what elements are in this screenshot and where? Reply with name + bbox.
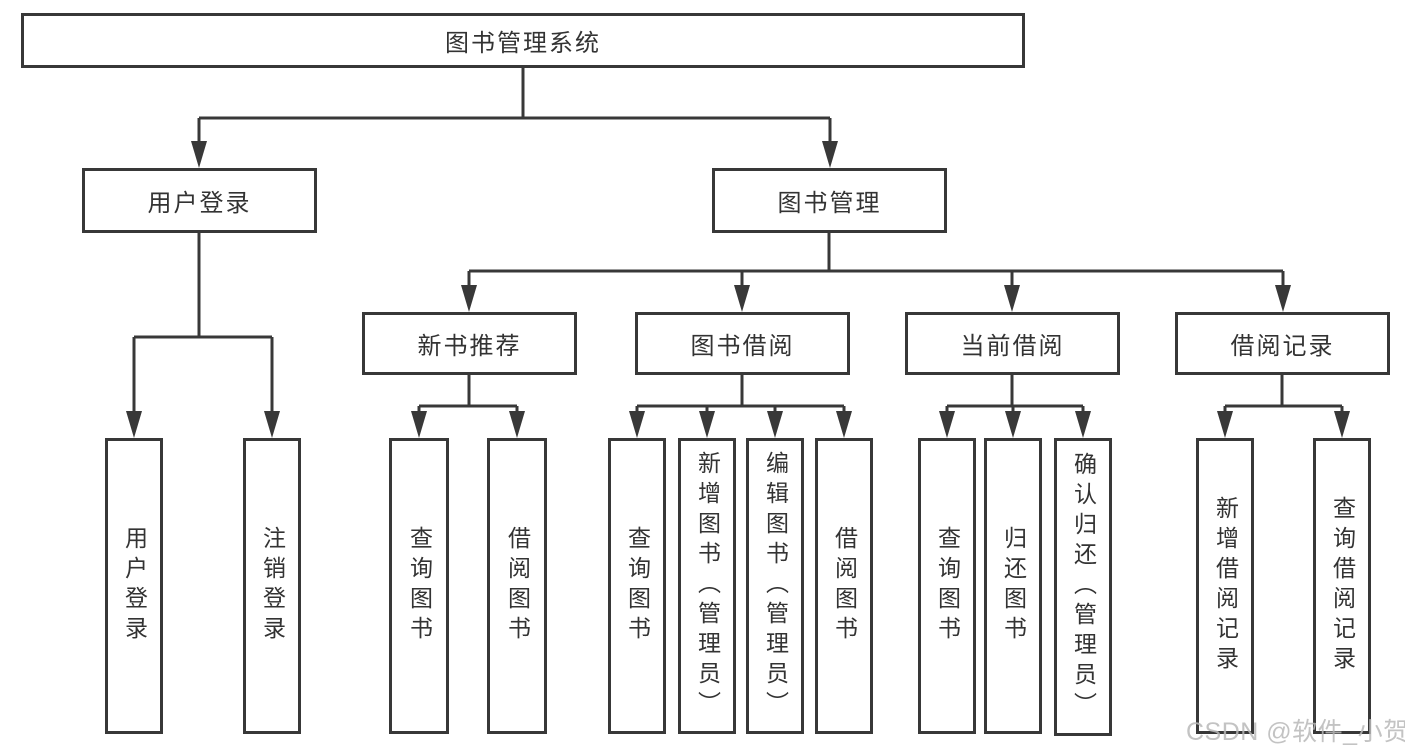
leaf-recommend-borrow-books-label: 借阅图书 xyxy=(504,526,531,646)
node-new-book-recommend-label: 新书推荐 xyxy=(417,333,522,360)
connector-book-management xyxy=(467,233,1285,287)
connector-current-borrow xyxy=(945,375,1085,413)
leaf-current-query-books: 查询图书 xyxy=(918,438,976,734)
leaf-recommend-borrow-books: 借阅图书 xyxy=(487,438,547,734)
arrowhead xyxy=(836,411,852,438)
leaf-current-confirm-return-admin: 确认归还（管理员） xyxy=(1054,438,1112,736)
node-borrow-records: 借阅记录 xyxy=(1175,312,1390,375)
csdn-watermark: CSDN @软件_小贺同学 xyxy=(1186,718,1405,746)
node-book-borrow-label: 图书借阅 xyxy=(690,333,795,360)
leaf-borrow-query-books: 查询图书 xyxy=(608,438,666,734)
node-root: 图书管理系统 xyxy=(21,13,1025,68)
leaf-records-query-record-label: 查询借阅记录 xyxy=(1329,496,1356,676)
node-user-login-label: 用户登录 xyxy=(147,190,252,217)
arrowhead xyxy=(1334,411,1350,438)
leaf-recommend-query-books-label: 查询图书 xyxy=(406,526,433,646)
arrowhead xyxy=(822,141,838,168)
arrowhead xyxy=(1004,285,1020,312)
node-book-management: 图书管理 xyxy=(712,168,947,233)
arrowhead xyxy=(1005,411,1021,438)
leaf-borrow-borrow-books: 借阅图书 xyxy=(815,438,873,734)
arrowhead xyxy=(1217,411,1233,438)
leaf-borrow-borrow-books-label: 借阅图书 xyxy=(831,526,858,646)
node-current-borrow-label: 当前借阅 xyxy=(960,333,1065,360)
leaf-current-confirm-return-admin-label: 确认归还（管理员） xyxy=(1070,452,1097,722)
leaf-logout: 注销登录 xyxy=(243,438,301,734)
node-current-borrow: 当前借阅 xyxy=(905,312,1120,375)
connector-root xyxy=(197,68,832,142)
leaf-current-return-books: 归还图书 xyxy=(984,438,1042,734)
node-new-book-recommend: 新书推荐 xyxy=(362,312,577,375)
leaf-user-login-label: 用户登录 xyxy=(121,526,148,646)
arrowhead xyxy=(767,411,783,438)
leaf-recommend-query-books: 查询图书 xyxy=(389,438,449,734)
node-user-login: 用户登录 xyxy=(82,168,317,233)
leaf-current-query-books-label: 查询图书 xyxy=(934,526,961,646)
connector-new-book-recommend xyxy=(417,375,519,413)
leaf-current-return-books-label: 归还图书 xyxy=(1000,526,1027,646)
arrowhead xyxy=(264,411,280,438)
arrowhead xyxy=(191,141,207,168)
leaf-borrow-edit-books-admin: 编辑图书（管理员） xyxy=(746,438,804,734)
node-borrow-records-label: 借阅记录 xyxy=(1230,333,1335,360)
leaf-borrow-edit-books-admin-label: 编辑图书（管理员） xyxy=(762,451,789,721)
connector-borrow-records xyxy=(1223,375,1344,413)
arrowhead xyxy=(126,411,142,438)
node-book-management-label: 图书管理 xyxy=(777,190,882,217)
leaf-records-add-record-label: 新增借阅记录 xyxy=(1212,496,1239,676)
arrowhead xyxy=(629,411,645,438)
leaf-borrow-add-books-admin-label: 新增图书（管理员） xyxy=(694,451,721,721)
arrowhead xyxy=(1075,411,1091,438)
arrowhead xyxy=(509,411,525,438)
arrowhead xyxy=(939,411,955,438)
connector-book-borrow xyxy=(635,375,846,413)
leaf-records-query-record: 查询借阅记录 xyxy=(1313,438,1371,734)
connector-user-login xyxy=(132,233,274,413)
arrowhead xyxy=(411,411,427,438)
leaf-borrow-query-books-label: 查询图书 xyxy=(624,526,651,646)
leaf-borrow-add-books-admin: 新增图书（管理员） xyxy=(678,438,736,734)
arrowhead xyxy=(461,285,477,312)
leaf-records-add-record: 新增借阅记录 xyxy=(1196,438,1254,734)
leaf-user-login: 用户登录 xyxy=(105,438,163,734)
arrowhead xyxy=(699,411,715,438)
node-root-label: 图书管理系统 xyxy=(445,30,601,57)
arrowhead xyxy=(1275,285,1291,312)
leaf-logout-label: 注销登录 xyxy=(259,526,286,646)
arrowhead xyxy=(734,285,750,312)
node-book-borrow: 图书借阅 xyxy=(635,312,850,375)
